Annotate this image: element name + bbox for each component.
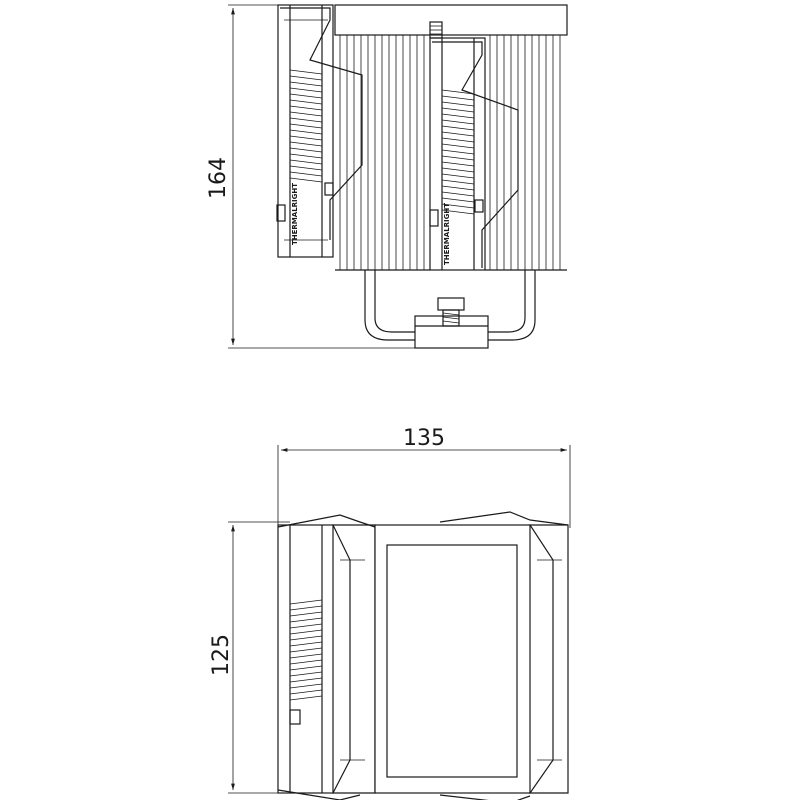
height-dimension: 164	[206, 4, 415, 349]
fin-line	[441, 95, 475, 101]
side-fan-left: THERMALRIGHT	[276, 4, 363, 258]
fin-line	[441, 209, 475, 215]
fin-line	[441, 119, 475, 125]
fin-line	[289, 623, 323, 629]
fin-line	[289, 171, 323, 177]
side-fan-center: THERMALRIGHT	[429, 37, 519, 271]
fin-line	[441, 143, 475, 149]
fin-line	[289, 671, 323, 677]
cooler-base	[414, 297, 489, 349]
fin-line	[289, 141, 323, 147]
fin-line	[441, 185, 475, 191]
side-view: 164 THERMALRIGHT	[206, 4, 568, 349]
fin-line	[289, 641, 323, 647]
fin-line	[441, 89, 475, 95]
fin-line	[289, 653, 323, 659]
fin-line	[289, 69, 323, 75]
fin-line	[289, 93, 323, 99]
fin-line	[289, 81, 323, 87]
fin-line	[289, 177, 323, 183]
fin-line	[441, 197, 475, 203]
fin-line	[441, 101, 475, 107]
fin-line	[289, 129, 323, 135]
height-dimension-label: 164	[206, 157, 231, 199]
depth-dimension: 125	[209, 521, 290, 794]
fin-line	[289, 683, 323, 689]
fin-line	[289, 75, 323, 81]
fin-line	[289, 153, 323, 159]
fin-line	[289, 111, 323, 117]
fin-line	[289, 629, 323, 635]
fin-line	[441, 137, 475, 143]
fin-line	[289, 599, 323, 605]
right-shroud	[528, 524, 569, 794]
fin-line	[441, 125, 475, 131]
fin-line	[289, 689, 323, 695]
fin-line	[289, 635, 323, 641]
top-fan-left	[277, 524, 334, 794]
right-fin-stack	[485, 35, 567, 271]
depth-dimension-label: 125	[209, 634, 234, 676]
fin-line	[289, 611, 323, 617]
fin-line	[441, 113, 475, 119]
fin-line	[289, 87, 323, 93]
fin-line	[289, 99, 323, 105]
center-fan-brand-label: THERMALRIGHT	[443, 203, 451, 265]
fan-clips	[277, 511, 569, 800]
fin-line	[289, 123, 323, 129]
top-view: 135 125	[209, 426, 571, 800]
fin-line	[289, 165, 323, 171]
fin-line	[441, 179, 475, 185]
fin-line	[289, 695, 323, 701]
fin-line	[289, 147, 323, 153]
fin-line	[289, 665, 323, 671]
fin-line	[289, 647, 323, 653]
fin-line	[441, 107, 475, 113]
fin-line	[289, 659, 323, 665]
fin-line	[441, 173, 475, 179]
width-dimension: 135	[277, 426, 571, 528]
left-shroud	[332, 524, 376, 794]
fin-line	[441, 167, 475, 173]
fin-line	[441, 149, 475, 155]
top-cover	[374, 524, 531, 794]
mounting-screw	[429, 21, 443, 39]
fan-brand-label: THERMALRIGHT	[291, 183, 299, 245]
fin-line	[289, 605, 323, 611]
fin-line	[289, 135, 323, 141]
fin-line	[441, 131, 475, 137]
fin-line	[441, 161, 475, 167]
fin-line	[289, 105, 323, 111]
heatsink-top-cover	[334, 4, 568, 36]
left-fin-stack	[335, 35, 430, 271]
fin-line	[441, 155, 475, 161]
fin-line	[289, 159, 323, 165]
fin-line	[441, 191, 475, 197]
heatpipes	[364, 270, 536, 341]
fin-line	[289, 117, 323, 123]
fin-line	[289, 617, 323, 623]
fin-line	[441, 203, 475, 209]
fin-line	[289, 677, 323, 683]
width-dimension-label: 135	[403, 426, 445, 451]
